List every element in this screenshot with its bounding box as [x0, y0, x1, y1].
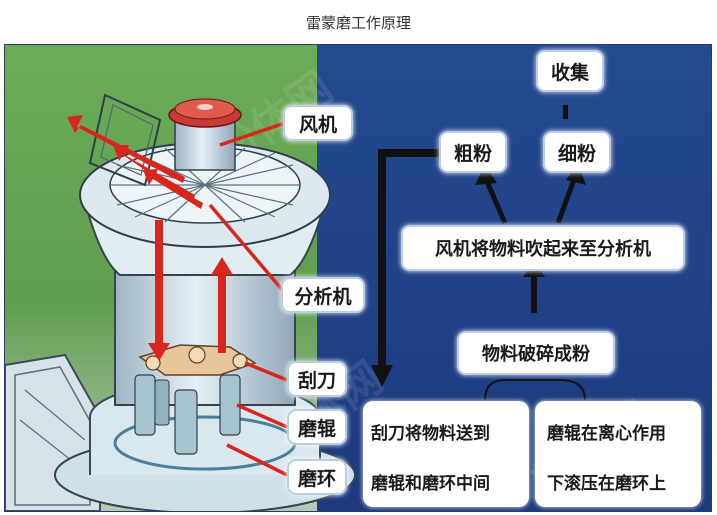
label-ring: 磨环	[287, 459, 347, 495]
flow-blow-up: 风机将物料吹起来至分析机	[401, 225, 685, 271]
airflow-arrows	[67, 115, 233, 361]
flow-coarse-powder: 粗粉	[439, 131, 507, 173]
label-roller: 磨辊	[287, 409, 347, 445]
label-analyzer: 分析机	[281, 277, 365, 313]
flow-crush: 物料破碎成粉	[457, 331, 615, 375]
scraper-blades	[138, 344, 257, 376]
label-fan: 风机	[283, 105, 353, 141]
label-scraper: 刮刀	[287, 361, 347, 397]
grinding-rollers	[134, 374, 241, 455]
diagram-panel: 粉体网 粉体网 粉体网	[4, 44, 712, 512]
flow-roller-line1: 磨辊在离心作用	[547, 424, 666, 444]
flow-collect: 收集	[536, 50, 604, 92]
leader-lines	[208, 121, 288, 477]
flow-roller-box: 磨辊在离心作用 下滚压在磨环上	[535, 401, 701, 507]
flow-fine-powder: 细粉	[543, 131, 611, 173]
diagram-title: 雷蒙磨工作原理	[305, 14, 411, 32]
flow-scraper-line2: 磨辊和磨环中间	[371, 474, 490, 494]
flow-scraper-box: 刮刀将物料送到 磨辊和磨环中间	[363, 401, 529, 507]
flow-scraper-line1: 刮刀将物料送到	[371, 424, 490, 444]
raymond-mill-illustration	[5, 93, 586, 511]
outlet-duct	[88, 93, 162, 187]
fan-wheel	[168, 98, 242, 171]
flow-roller-line2: 下滚压在磨环上	[547, 474, 666, 494]
